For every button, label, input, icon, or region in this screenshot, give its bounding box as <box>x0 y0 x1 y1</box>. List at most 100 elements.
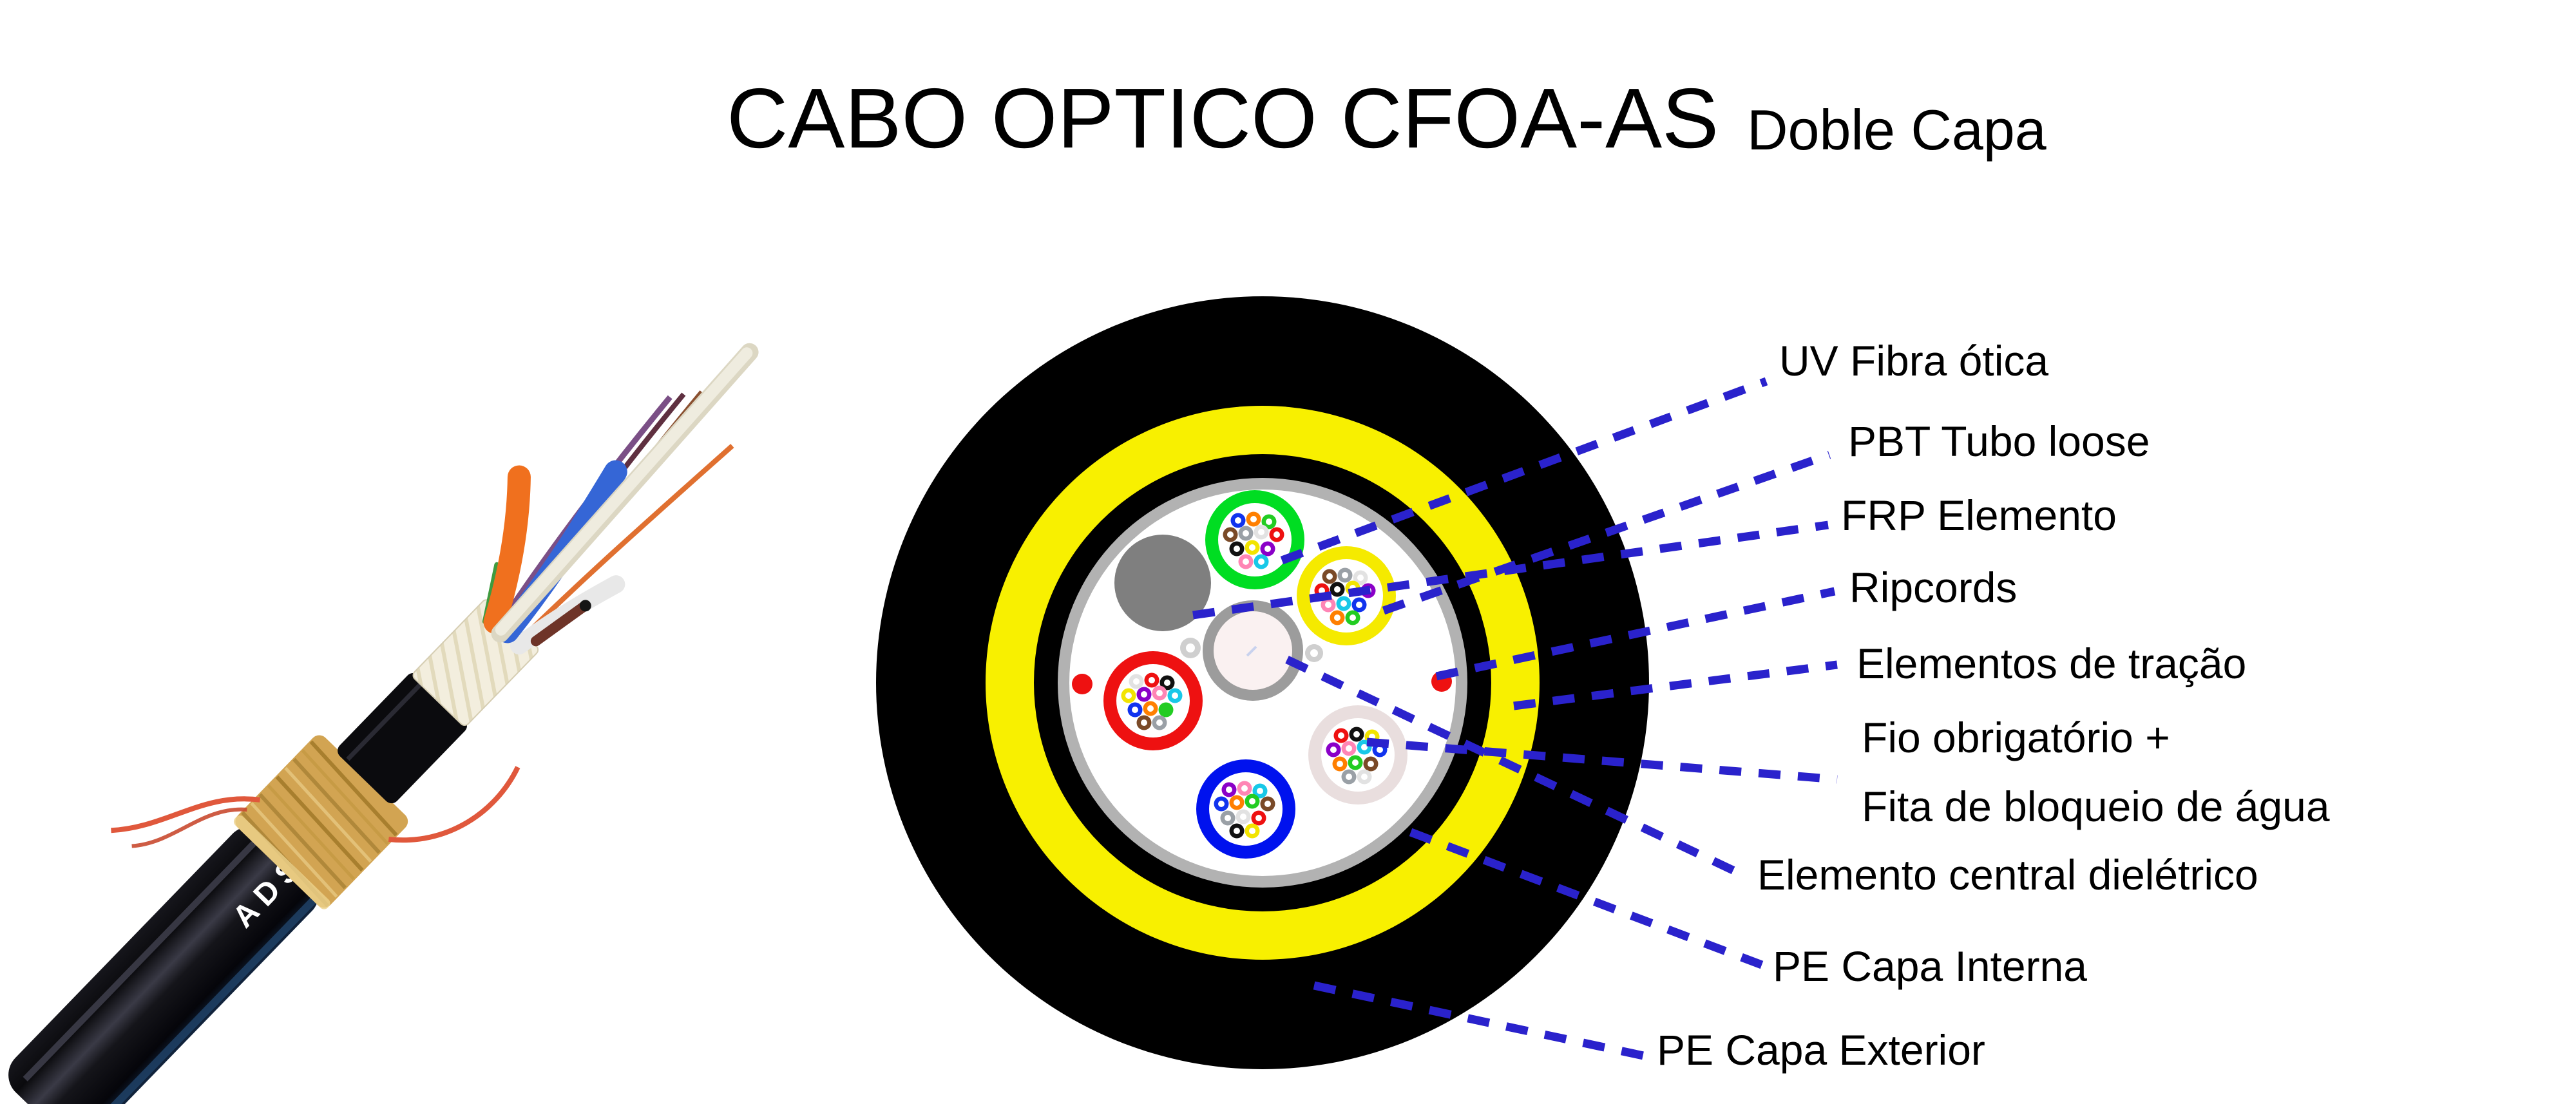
label-pe-capa-interna: PE Capa Interna <box>1773 942 2087 990</box>
tube-circle <box>1141 691 1147 698</box>
leader-line-binder-tape <box>1366 738 1838 784</box>
tube-circle <box>1346 774 1352 780</box>
tube-circle <box>1235 517 1241 524</box>
tube-circle <box>1334 614 1340 621</box>
tube-circle <box>1249 798 1255 804</box>
tube-circle <box>1234 828 1240 834</box>
cable-cross-section <box>876 296 1649 1069</box>
tube-circle <box>1326 573 1333 580</box>
label-fita-de-bloqueio-de-agua: Fita de bloqueio de água <box>1862 783 2330 830</box>
fiber-strand-orange <box>526 444 734 635</box>
tube-circle <box>1334 586 1340 593</box>
tube-circle <box>1353 731 1360 738</box>
label-uv-fibra-otica: UV Fibra ótica <box>1779 337 2049 385</box>
leader-line-pe-outer <box>1313 981 1648 1061</box>
loose-tube-yellow <box>1297 546 1396 645</box>
label-pbt-tubo-loose: PBT Tubo loose <box>1848 417 2150 465</box>
tube-circle <box>1346 745 1352 752</box>
ripcord-dot-left <box>1072 674 1092 694</box>
tube-circle <box>1319 587 1325 594</box>
leader-line-pbt-tube <box>1382 450 1831 615</box>
loose-tube-blue <box>1196 759 1295 859</box>
tube-circle <box>1368 761 1374 767</box>
tube-circle <box>1249 828 1255 834</box>
tube-circle <box>1132 707 1138 713</box>
label-pe-capa-exterior: PE Capa Exterior <box>1657 1026 1985 1074</box>
tube-circle <box>1338 732 1344 739</box>
tube-circle <box>1361 774 1368 780</box>
tube-circle <box>1250 516 1257 522</box>
tube-circle <box>1337 761 1343 767</box>
label-ripcords: Ripcords <box>1849 564 2018 611</box>
tube-circle <box>1243 558 1249 565</box>
tube-circle <box>1274 531 1280 538</box>
tube-circle <box>1227 531 1234 538</box>
tube-circle <box>1225 815 1231 821</box>
maroon-stub-tip <box>579 600 591 612</box>
tube-circle <box>1264 801 1271 807</box>
tube-circle <box>1342 572 1348 578</box>
central-dielectric-element <box>1203 600 1303 701</box>
leader-line-strength-elements <box>1513 660 1838 710</box>
tube-circle <box>1258 529 1264 535</box>
tube-circle <box>1226 786 1232 793</box>
binder-dot-left <box>1180 638 1201 658</box>
leader-line-uv-fiber <box>1280 377 1768 565</box>
tube-circle <box>1377 747 1383 753</box>
cable-photo: ADSS <box>8 343 759 1104</box>
tube-circle <box>1249 544 1255 551</box>
label-fio-obrigatorio: Fio obrigatório + <box>1862 714 2170 761</box>
leader-line-central-element <box>1285 656 1744 879</box>
tube-circle <box>1156 719 1163 726</box>
label-elemento-central-dieletrico: Elemento central dielétrico <box>1757 851 2258 899</box>
inner-jacket-highlight <box>346 681 424 761</box>
tube-circle <box>1255 815 1262 821</box>
leader-line-frp-element <box>1192 520 1829 620</box>
cable-inner-jacket <box>338 673 467 804</box>
jacket-navy-edge <box>81 893 321 1104</box>
tube-circle <box>1330 747 1337 753</box>
label-elementos-de-tracao: Elementos de tração <box>1856 640 2247 687</box>
ripcord-wire-upper <box>111 796 261 833</box>
tube-circle <box>1172 692 1178 699</box>
tube-circle <box>1164 680 1170 686</box>
tube-circle <box>1266 519 1272 525</box>
central-element-highlight <box>1246 645 1257 657</box>
tube-circle <box>1264 546 1271 552</box>
label-frp-elemento: FRP Elemento <box>1841 491 2117 539</box>
tube-circle <box>1241 785 1248 792</box>
binder-dot-right <box>1305 644 1323 662</box>
ripcord-wire-lower <box>388 766 520 843</box>
loose-tube-red <box>1103 651 1203 750</box>
tube-circle <box>1125 692 1132 699</box>
tube-circle <box>1240 814 1246 820</box>
tube-circle <box>1156 690 1163 696</box>
leader-lines <box>1192 377 1838 1061</box>
frp-central-rod-highlight <box>495 347 753 636</box>
tube-circle <box>1361 744 1368 750</box>
loose-tube-orange-photo <box>483 465 531 634</box>
page-title: CABO OPTICO CFOA-AS <box>727 71 1719 166</box>
ripcord-wire-upper-2 <box>131 807 247 848</box>
tube-circle <box>1257 788 1263 794</box>
tube-circle <box>1149 677 1155 683</box>
leader-line-ripcords <box>1435 587 1836 681</box>
tube-circle <box>1141 719 1147 726</box>
tube-circle <box>1325 602 1331 608</box>
tube-circle <box>1234 546 1240 552</box>
tube-circle <box>1158 702 1174 718</box>
tube-circle <box>1147 705 1154 712</box>
tube-circle <box>1218 801 1225 807</box>
tube-circle <box>1340 600 1347 607</box>
loose-tube-green <box>1205 490 1304 589</box>
tube-circle <box>1234 799 1240 806</box>
tube-circle <box>1243 530 1249 537</box>
tube-circle <box>1350 614 1356 621</box>
tube-circle <box>1352 759 1359 766</box>
tube-circle <box>1357 575 1364 581</box>
tube-circle <box>1258 558 1264 565</box>
tube-circle <box>1356 602 1362 608</box>
frp-filler-element <box>1114 535 1211 631</box>
